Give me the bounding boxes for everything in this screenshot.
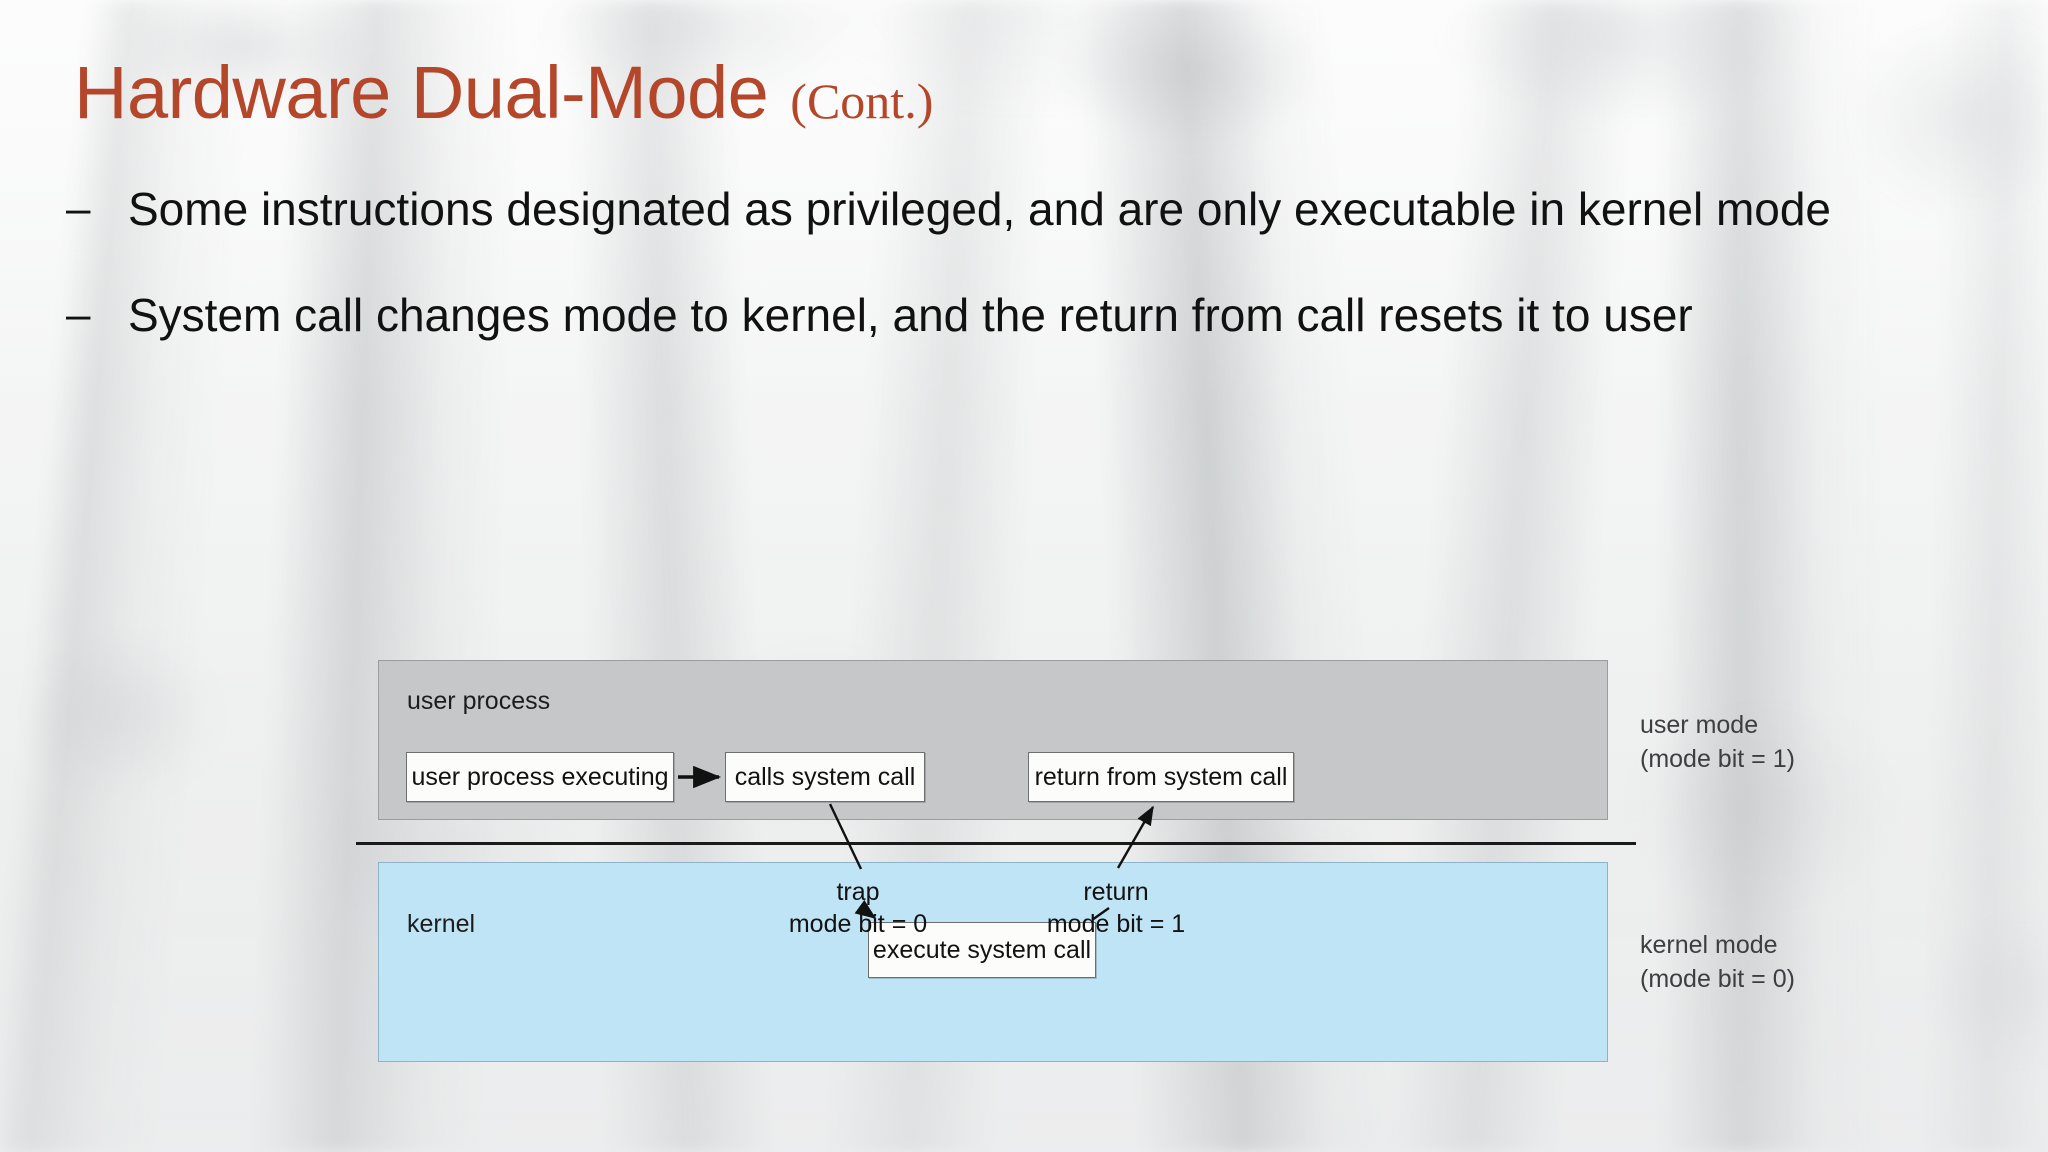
- user-mode-side-line2: (mode bit = 1): [1640, 745, 1795, 773]
- user-mode-side-line1: user mode: [1640, 711, 1759, 739]
- bullet-text: Some instructions designated as privileg…: [128, 183, 1832, 235]
- bullet-dash-icon: –: [66, 290, 91, 339]
- node-execute-system-call: execute system call: [868, 922, 1096, 978]
- kernel-mode-side-line1: kernel mode: [1640, 931, 1778, 959]
- slide-title-continued: (Cont.): [790, 73, 934, 129]
- slide-title: Hardware Dual-Mode (Cont.): [74, 56, 933, 130]
- bullet-item: – System call changes mode to kernel, an…: [66, 284, 1996, 346]
- node-calls-system-call: calls system call: [725, 752, 925, 802]
- trap-label-line1: trap: [836, 878, 880, 906]
- kernel-mode-side-label: kernel mode (mode bit = 0): [1640, 928, 1795, 996]
- bullet-item: – Some instructions designated as privil…: [66, 178, 1996, 240]
- return-transition-label: return mode bit = 1: [1026, 876, 1206, 940]
- dual-mode-operation-diagram: user process kernel user process executi…: [356, 660, 1795, 1100]
- bullet-list: – Some instructions designated as privil…: [66, 178, 1996, 390]
- bullet-dash-icon: –: [66, 184, 91, 233]
- kernel-mode-side-line2: (mode bit = 0): [1640, 965, 1795, 993]
- bullet-text: System call changes mode to kernel, and …: [128, 289, 1693, 341]
- user-process-label: user process: [407, 687, 551, 715]
- trap-label-line2: mode bit = 0: [788, 910, 928, 938]
- node-return-from-system-call: return from system call: [1028, 752, 1294, 802]
- return-label-line1: return: [1083, 878, 1149, 906]
- mode-divider-line: [356, 842, 1636, 845]
- trap-transition-label: trap mode bit = 0: [768, 876, 948, 940]
- return-label-line2: mode bit = 1: [1046, 910, 1186, 938]
- slide-title-main: Hardware Dual-Mode: [74, 51, 769, 134]
- kernel-label: kernel: [407, 910, 476, 938]
- node-user-process-executing: user process executing: [406, 752, 674, 802]
- user-mode-side-label: user mode (mode bit = 1): [1640, 708, 1795, 776]
